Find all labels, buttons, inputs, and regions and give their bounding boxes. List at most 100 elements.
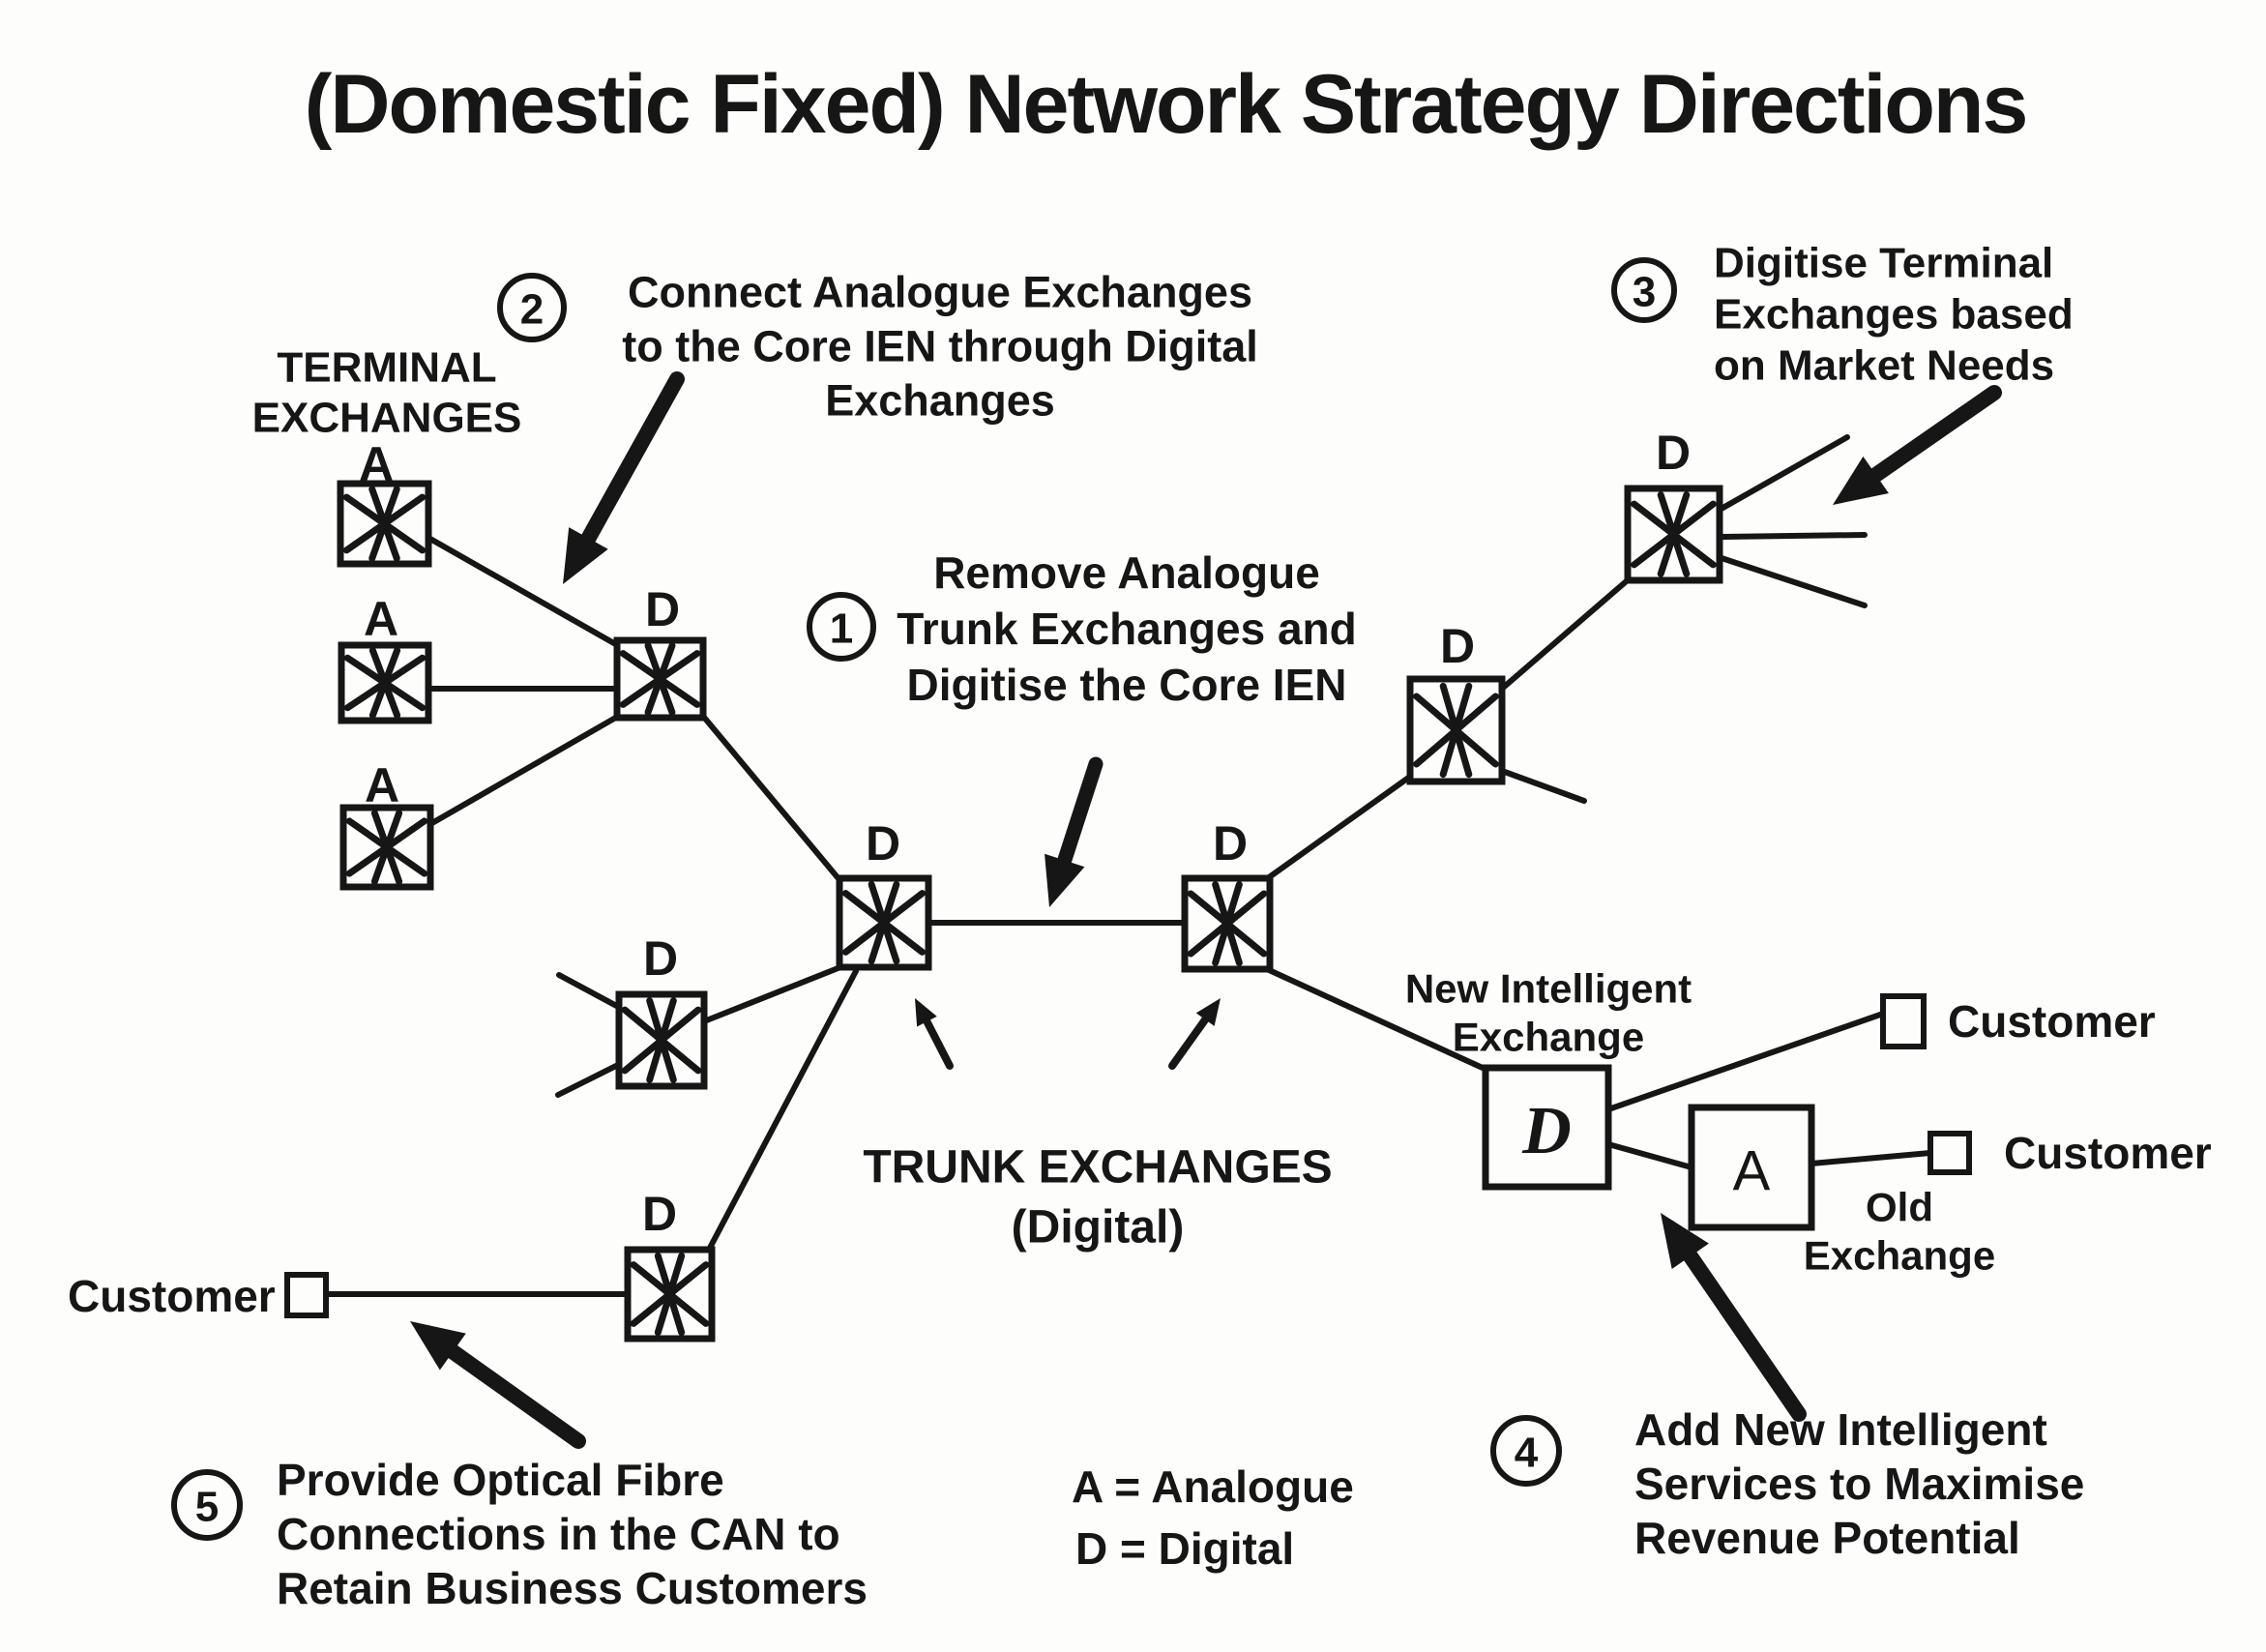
annotation-5-arrow-icon-shaft	[445, 1343, 586, 1449]
annotation-5-line-1: Connections in the CAN to	[277, 1509, 840, 1559]
connection-line	[426, 535, 622, 649]
annotation-2-arrow-icon	[563, 371, 685, 584]
label-new-intelligent-exchange-line-0: New Intelligent	[1405, 966, 1692, 1012]
exchange-trunk-left-label: D	[866, 816, 900, 870]
box-old-analogue-a: A	[1688, 1104, 1815, 1231]
annotation-3-badge	[1611, 257, 1677, 323]
annotation-5-number: 5	[195, 1484, 219, 1531]
exchange-symbol-icon	[368, 486, 400, 562]
connection-line	[1605, 1011, 1886, 1112]
annotation-3-arrow-icon-head	[1833, 456, 1889, 505]
annotation-4-arrow-icon-shaft	[1682, 1248, 1807, 1422]
exchange-terminal-a3: A	[339, 758, 434, 891]
stub-line	[1721, 532, 1868, 540]
label-trunk-exchanges: TRUNK EXCHANGES(Digital)	[863, 1142, 1332, 1254]
annotation-5-arrow-icon	[410, 1321, 586, 1449]
label-customer-bottom-left: Customer	[68, 1271, 276, 1321]
connection-line	[1264, 966, 1498, 1077]
exchange-digital-customer: D	[624, 1187, 716, 1342]
connection-line	[1605, 1141, 1694, 1170]
annotation-5-line-2: Retain Business Customers	[277, 1563, 868, 1613]
annotation-4-badge	[1490, 1415, 1562, 1487]
exchange-digital-midright-label: D	[1440, 619, 1475, 673]
exchange-terminal-a2: A	[338, 592, 432, 724]
legend-item-1: D = Digital	[1075, 1523, 1294, 1574]
exchange-symbol-icon	[654, 1252, 686, 1337]
exchange-trunk-right-label: D	[1213, 816, 1248, 870]
exchange-symbol-icon	[644, 642, 676, 716]
customer-square-mid-right	[1928, 1131, 1972, 1175]
connection-line	[698, 711, 844, 885]
exchange-digital-hub: D	[613, 582, 707, 722]
trunk-pointer-left-icon-shaft	[923, 1018, 954, 1070]
trunk-pointer-right-icon-head	[1195, 998, 1221, 1026]
exchange-symbol-icon	[1657, 491, 1691, 577]
connection-line	[1809, 1150, 1933, 1166]
exchange-symbol-icon	[370, 810, 403, 885]
annotation-2-number: 2	[520, 286, 544, 334]
exchange-symbol-icon	[1212, 881, 1243, 966]
stub-line	[1719, 555, 1868, 608]
annotation-1-line-1: Trunk Exchanges and	[897, 604, 1356, 654]
stub-line	[555, 1059, 627, 1098]
annotation-3-number: 3	[1633, 269, 1656, 316]
exchange-symbol-icon	[868, 880, 900, 965]
label-trunk-exchanges-line-1: (Digital)	[1012, 1202, 1185, 1254]
annotation-2-arrow-icon-head	[563, 527, 608, 584]
annotation-1-line-0: Remove Analogue	[933, 547, 1320, 598]
label-customer-mid-right: Customer	[2004, 1128, 2212, 1178]
annotation-1-arrow-icon-head	[1045, 853, 1085, 907]
page-title: (Domestic Fixed) Network Strategy Direct…	[305, 58, 2027, 151]
label-customer-bottom-left-line-0: Customer	[68, 1271, 276, 1321]
trunk-pointer-left-icon	[915, 998, 954, 1070]
exchange-digital-customer-label: D	[642, 1187, 677, 1241]
exchange-digital-hub-label: D	[645, 582, 680, 636]
exchange-symbol-icon	[368, 646, 401, 720]
annotation-2-line-0: Connect Analogue Exchanges	[628, 268, 1252, 317]
exchange-terminal-a2-box	[338, 641, 432, 724]
legend-item-0: A = Analogue	[1072, 1461, 1354, 1512]
stub-line	[1499, 768, 1587, 804]
label-new-intelligent-exchange-line-1: Exchange	[1453, 1015, 1644, 1060]
connection-line	[1262, 771, 1417, 883]
annotation-2-badge	[497, 273, 567, 342]
annotation-4-line-0: Add New Intelligent	[1634, 1404, 2047, 1455]
label-old-exchange-line-0: Old	[1866, 1185, 1933, 1230]
label-customer-mid-right-line-0: Customer	[2004, 1128, 2212, 1178]
exchange-digital-topright: D	[1624, 426, 1723, 584]
connection-line	[427, 713, 622, 827]
annotation-1-arrow-icon	[1045, 756, 1104, 907]
annotation-3-line-0: Digitise Terminal	[1714, 240, 2053, 287]
annotation-1-badge	[807, 592, 876, 662]
label-customer-top-right-line-0: Customer	[1948, 996, 2156, 1047]
annotation-3-line-2: on Market Needs	[1714, 342, 2054, 390]
annotation-4-number: 4	[1515, 1430, 1539, 1477]
connection-line	[706, 968, 859, 1253]
annotation-3-line-1: Exchanges based	[1714, 291, 2074, 339]
stub-line	[556, 972, 627, 1013]
label-terminal-exchanges-line-1: EXCHANGES	[252, 395, 522, 442]
customer-square-bottom-left	[284, 1272, 329, 1318]
box-new-intelligent-d-letter: D	[1521, 1094, 1572, 1168]
exchange-trunk-left: D	[836, 816, 932, 971]
annotation-2-line-1: to the Core IEN through Digital	[622, 322, 1257, 371]
exchange-digital-stub: D	[615, 931, 708, 1090]
exchange-trunk-right: D	[1181, 816, 1274, 973]
box-new-intelligent-d-rect	[1482, 1064, 1612, 1191]
exchange-terminal-a2-label: A	[364, 592, 398, 646]
annotation-1-line-2: Digitise the Core IEN	[907, 660, 1347, 710]
annotation-3-arrow-icon-shaft	[1868, 385, 2002, 483]
annotation-2: 2 Connect Analogue Exchanges to the Core I…	[497, 268, 1258, 584]
annotation-3-arrow-icon	[1833, 385, 2002, 505]
exchange-digital-midright: D	[1406, 619, 1506, 785]
box-old-analogue-a-rect	[1688, 1104, 1815, 1231]
trunk-pointer-right-icon-shaft	[1168, 1016, 1210, 1070]
exchange-symbol-icon	[1439, 682, 1473, 779]
annotation-5-line-0: Provide Optical Fibre	[277, 1455, 724, 1505]
exchange-digital-stub-label: D	[643, 931, 678, 986]
